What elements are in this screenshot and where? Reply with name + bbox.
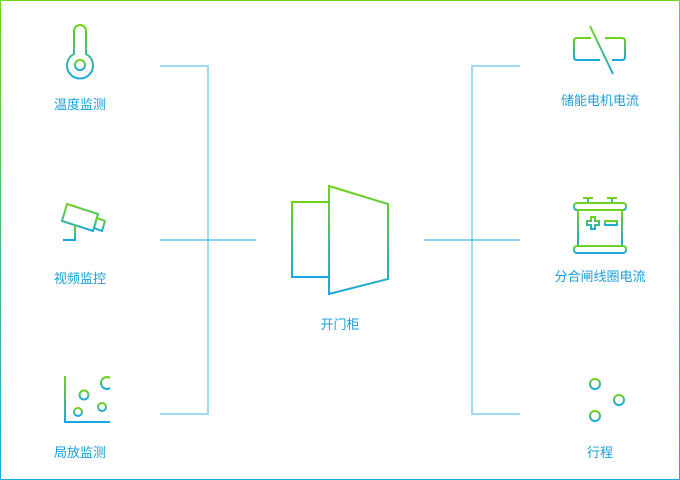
node-label: 储能电机电流 xyxy=(560,94,639,109)
motor-current-icon xyxy=(573,25,626,75)
node-label: 视频监控 xyxy=(53,272,106,287)
scatter-plot-icon xyxy=(64,376,110,423)
node-partial-discharge[interactable]: 局放监测 xyxy=(40,372,120,461)
node-label: 行程 xyxy=(586,446,613,461)
travel-slider-icon xyxy=(577,374,632,426)
cabinet-door-open-icon xyxy=(291,184,389,296)
security-camera-icon xyxy=(60,202,107,241)
node-label: 分合闸线圈电流 xyxy=(554,270,646,285)
node-label: 局放监测 xyxy=(53,446,106,461)
node-open-cabinet[interactable]: 开门柜 xyxy=(280,182,400,333)
node-temperature[interactable]: 温度监测 xyxy=(40,22,120,113)
thermometer-icon xyxy=(66,24,94,80)
node-video[interactable]: 视频监控 xyxy=(40,200,120,287)
battery-icon xyxy=(573,197,627,254)
left-bracket xyxy=(160,65,256,415)
node-coil-current[interactable]: 分合闸线圈电流 xyxy=(540,194,660,285)
node-travel[interactable]: 行程 xyxy=(540,372,660,461)
node-motor-current[interactable]: 储能电机电流 xyxy=(540,22,660,109)
node-label: 开门柜 xyxy=(320,318,360,333)
right-bracket xyxy=(424,65,520,415)
node-label: 温度监测 xyxy=(53,98,106,113)
